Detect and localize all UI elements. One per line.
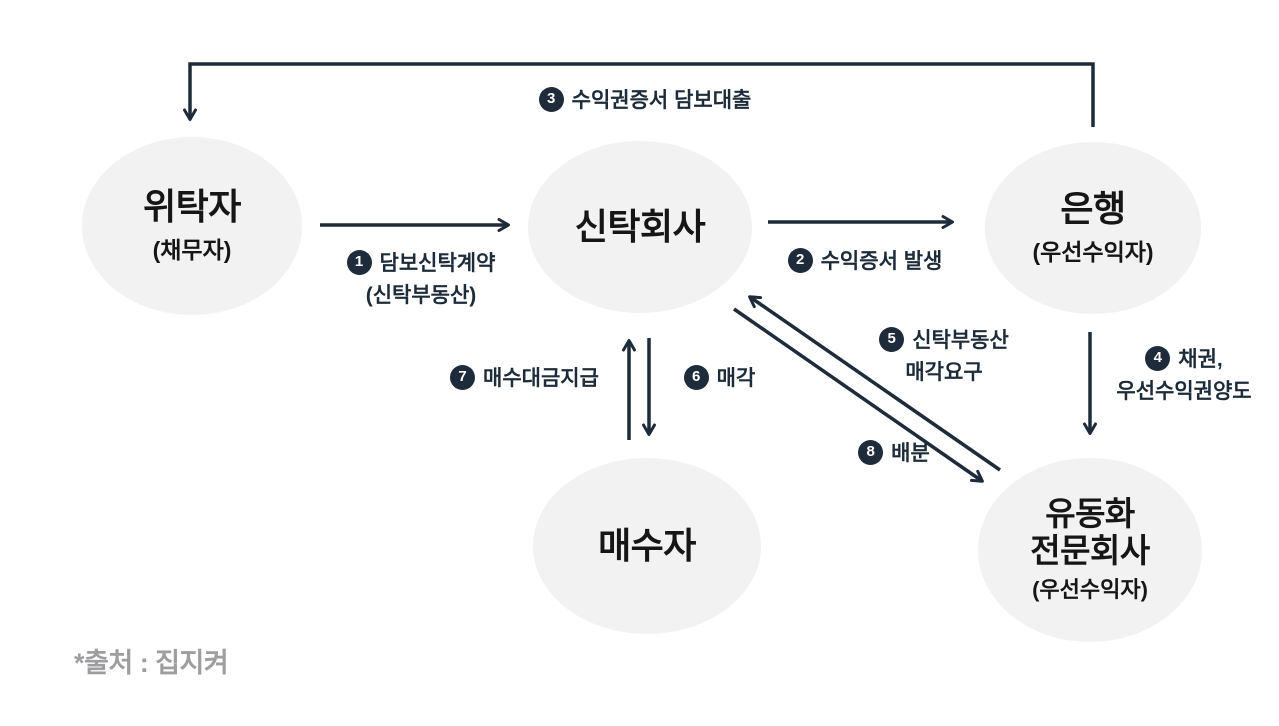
node-bank-subtitle: (우선수익자) [1032, 238, 1154, 265]
node-trust-company: 신탁회사 [528, 141, 752, 313]
node-spc-subtitle: (우선수익자) [1032, 577, 1148, 603]
step-2-badge: 2 [787, 247, 813, 273]
node-trust-company-title: 신탁회사 [574, 205, 706, 247]
node-bank: 은행 (우선수익자) [985, 142, 1201, 314]
step-3-badge: 3 [538, 86, 564, 112]
arrow-8-trust-company-to-spc [733, 307, 984, 483]
node-truster-title: 위탁자 [143, 186, 241, 228]
node-truster-subtitle: (채무자) [152, 236, 232, 263]
node-spc-title-line1: 유동화 [1045, 494, 1135, 532]
step-6-badge: 6 [683, 364, 709, 390]
node-bank-title: 은행 [1060, 188, 1126, 230]
step-5-badge: 5 [879, 326, 905, 352]
node-truster: 위탁자 (채무자) [82, 137, 302, 315]
flow-5-line2: 매각요구 [905, 360, 983, 384]
step-7-badge: 7 [450, 364, 476, 390]
node-buyer: 매수자 [533, 458, 761, 634]
node-spc: 유동화 전문회사 (우선수익자) [978, 458, 1202, 642]
flow-4-line2: 우선수익권양도 [1116, 379, 1252, 403]
node-buyer-title: 매수자 [598, 524, 696, 566]
node-spc-title-line2: 전문회사 [1030, 531, 1150, 569]
step-4-badge: 4 [1145, 345, 1171, 371]
flow-1-line2: (신탁부동산) [365, 283, 477, 307]
arrow-5-spc-to-trust-company [748, 295, 1001, 472]
step-1-badge: 1 [346, 249, 372, 275]
arrow-3-bank-to-truster [183, 62, 1095, 127]
source-note: *출처 : 집지켜 [74, 648, 229, 678]
step-8-badge: 8 [858, 439, 884, 465]
